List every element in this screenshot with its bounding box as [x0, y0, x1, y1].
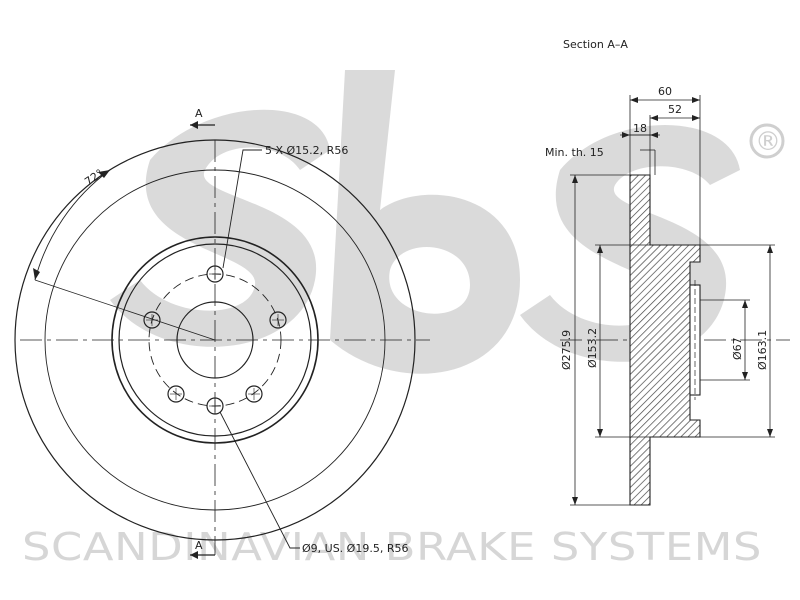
angle-label: 72° — [82, 167, 105, 189]
holes-note: 5 X Ø15.2, R56 — [265, 144, 348, 157]
dia-outer: Ø275.9 — [560, 330, 573, 370]
section-marker-bottom: A — [195, 539, 203, 552]
min-thickness-label: Min. th. 15 — [545, 146, 604, 159]
section-view — [560, 95, 790, 506]
dim-disc-thickness: 18 — [633, 122, 647, 135]
dia-inner: Ø153.2 — [586, 328, 599, 368]
dia-center-bore: Ø67 — [731, 337, 744, 360]
disc-outer-edge — [14, 139, 416, 541]
hub-note: Ø9, US. Ø19.5, R56 — [302, 542, 408, 555]
hat-inner — [118, 243, 312, 437]
front-view — [14, 121, 430, 559]
dim-hat-width: 52 — [668, 103, 682, 116]
section-marker-top: A — [195, 107, 203, 120]
registered-circle — [749, 123, 785, 159]
watermark-company-name: SCANDINAVIAN BRAKE SYSTEMS — [22, 525, 762, 569]
dim-total-width: 60 — [658, 85, 672, 98]
center-bore — [176, 301, 254, 379]
dia-hat: Ø163.1 — [756, 330, 769, 370]
section-title: Section A–A — [563, 38, 628, 51]
bolt-holes — [143, 265, 287, 415]
friction-ring-line — [44, 169, 386, 511]
hat-outer — [111, 236, 319, 444]
